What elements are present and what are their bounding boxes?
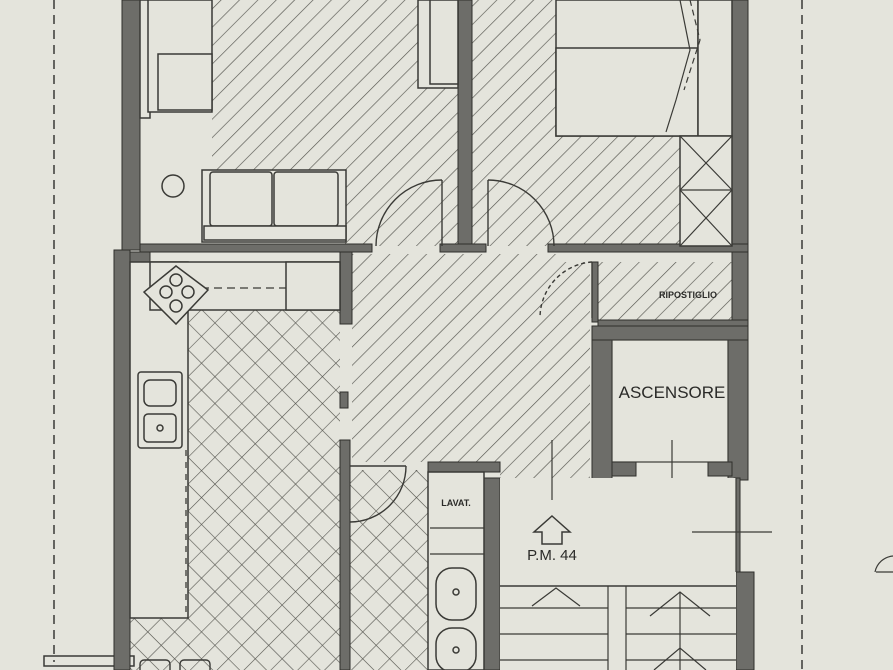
ripostiglio-label: RIPOSTIGLIO [659, 290, 717, 300]
hallway-floor [352, 254, 590, 478]
bedroom-detail-lines [665, 0, 733, 247]
storage-floor [598, 262, 732, 322]
walls [113, 0, 755, 670]
ascensore-label: ASCENSORE [619, 383, 726, 402]
door-swings [349, 179, 593, 523]
kitchen-floor-lower [130, 618, 190, 670]
stair-landing [500, 478, 736, 670]
lamp-icon [161, 174, 185, 198]
kitchen-floor [188, 310, 340, 670]
bathroom-floor [348, 470, 428, 670]
lavat-label: LAVAT. [441, 498, 471, 508]
basin-icon [435, 567, 477, 621]
bedroom-furniture [555, 0, 733, 247]
living-room-floor [212, 0, 458, 246]
living-room-furniture [139, 0, 459, 243]
bedroom-floor [472, 0, 680, 246]
washer-icon [139, 659, 211, 670]
up-arrow-icon [532, 514, 572, 545]
compass-fragment [874, 555, 893, 573]
toilet-icon [435, 627, 477, 670]
elevator-shaft [611, 339, 729, 463]
sink-icon [137, 371, 183, 449]
stove-icon [142, 265, 210, 326]
stair-steps [500, 586, 736, 670]
property-boundary-dashes [53, 0, 803, 670]
landing-label: P.M. 44 [527, 547, 577, 564]
